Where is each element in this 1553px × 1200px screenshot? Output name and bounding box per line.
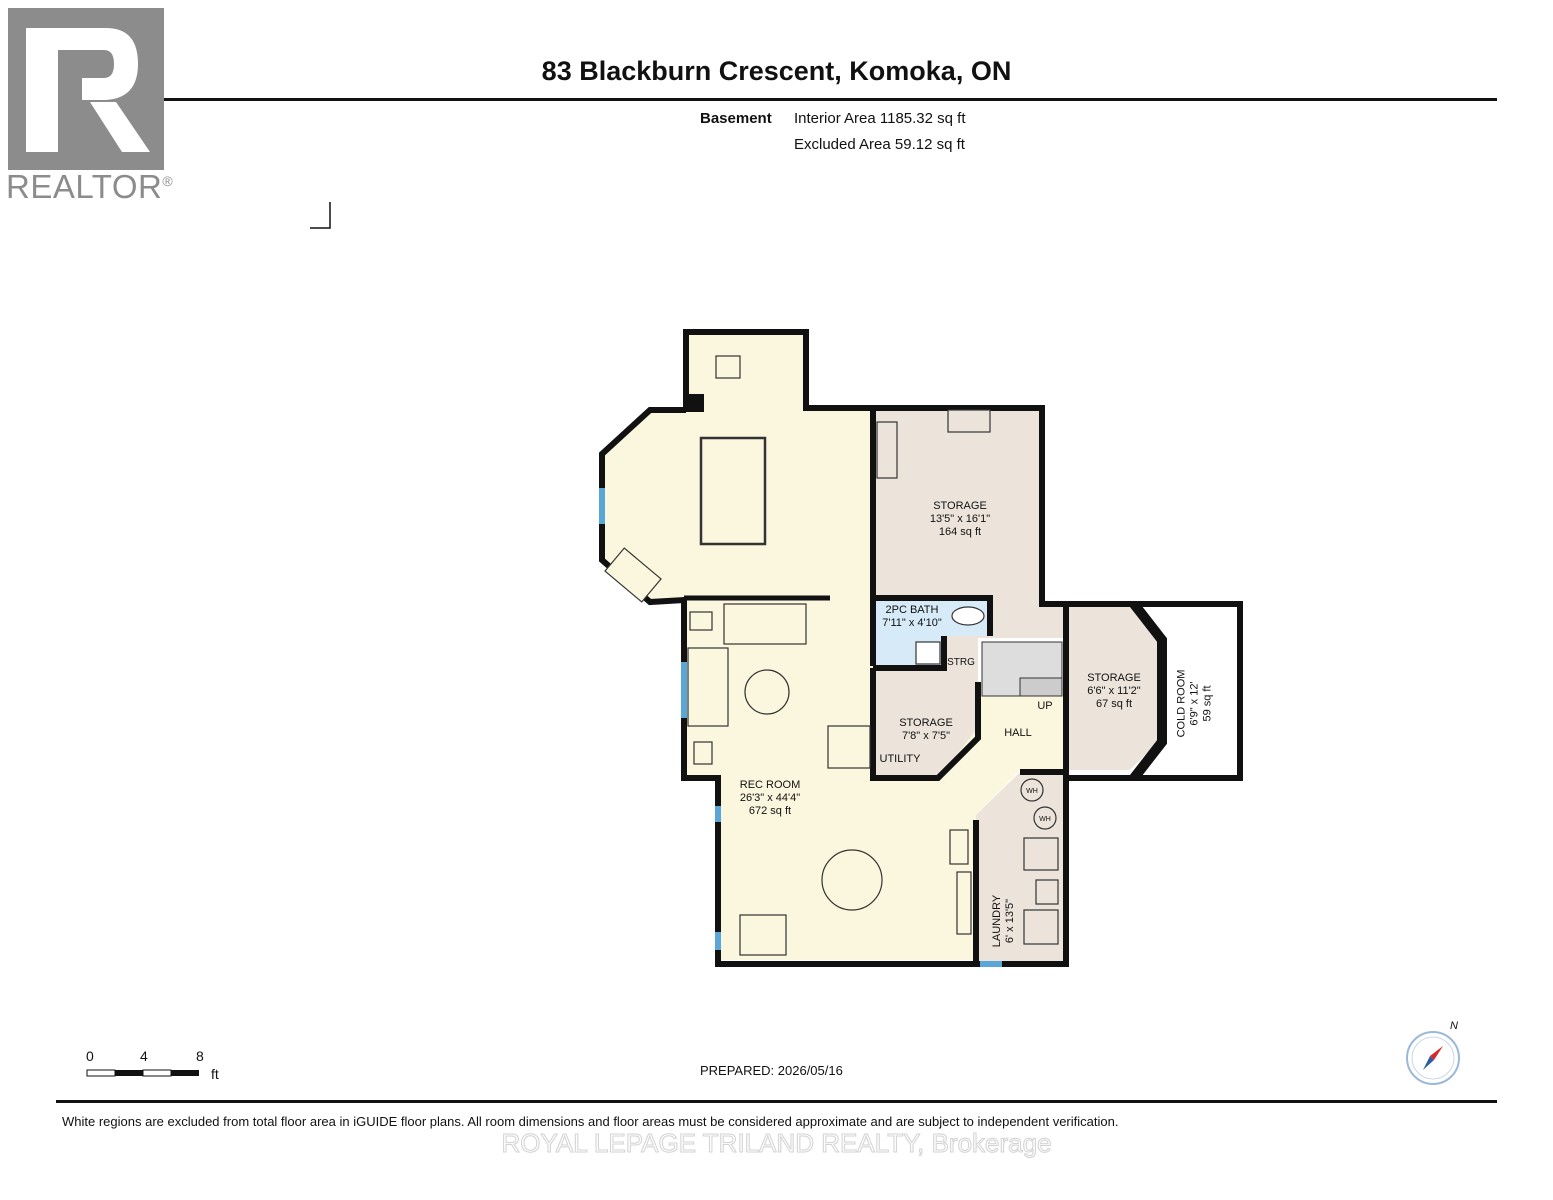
brokerage-watermark: ROYAL LEPAGE TRILAND REALTY, Brokerage xyxy=(501,1128,1052,1159)
stair-up-label: UP xyxy=(1037,700,1053,712)
scale-tick-label: 0 xyxy=(86,1048,94,1064)
scale-tick-label: 4 xyxy=(140,1048,148,1064)
footer-rule xyxy=(56,1100,1497,1103)
room-dims: 26'3" x 44'4" xyxy=(739,792,801,804)
disclaimer: White regions are excluded from total fl… xyxy=(62,1114,1119,1129)
interior-area: Interior Area 1185.32 sq ft xyxy=(794,110,966,127)
window xyxy=(599,488,605,524)
realtor-wordmark: REALTOR® xyxy=(6,168,173,206)
water-heater-label: WH xyxy=(1026,788,1038,795)
room-name: 2PC BATH xyxy=(885,604,939,616)
compass: N xyxy=(1404,1020,1466,1095)
room-storage-small: STORAGE 7'8" x 7'5" xyxy=(880,717,972,743)
room-strg: STRG xyxy=(947,657,975,668)
room-hall: HALL xyxy=(1004,727,1032,739)
excluded-area: Excluded Area 59.12 sq ft xyxy=(794,136,965,153)
registered-mark: ® xyxy=(162,173,174,189)
room-name: REC ROOM xyxy=(739,779,801,791)
room-name: COLD ROOM xyxy=(1175,669,1188,738)
room-bath: 2PC BATH 7'11" x 4'10" xyxy=(874,604,950,630)
room-rec-room: REC ROOM 26'3" x 44'4" 672 sq ft xyxy=(720,779,820,818)
crop-mark xyxy=(310,202,331,229)
window xyxy=(715,806,721,822)
level-label: Basement xyxy=(700,110,772,127)
room-cold-room: COLD ROOM 6'9" x 12' 59 sq ft xyxy=(1176,659,1215,749)
room-storage-right: STORAGE 6'6" x 11'2" 67 sq ft xyxy=(1072,672,1156,711)
room-area: 59 sq ft xyxy=(1201,685,1214,722)
room-storage-main: STORAGE 13'5" x 16'1" 164 sq ft xyxy=(900,500,1020,539)
plan-title: 83 Blackburn Crescent, Komoka, ON xyxy=(541,56,1012,86)
water-heater-label: WH xyxy=(1039,816,1051,823)
strg-floor xyxy=(944,638,978,682)
room-area: 164 sq ft xyxy=(938,526,982,538)
room-dims: 6'9" x 12' xyxy=(1188,681,1201,726)
storage-right-floor xyxy=(1068,606,1160,770)
compass-icon xyxy=(1406,1031,1460,1085)
scale-unit: ft xyxy=(211,1066,219,1082)
room-dims: 6'6" x 11'2" xyxy=(1087,685,1141,697)
header-rule xyxy=(56,98,1497,101)
room-area: 672 sq ft xyxy=(748,805,792,817)
room-name: STORAGE xyxy=(1087,672,1141,684)
window xyxy=(980,961,1002,967)
room-name: STORAGE xyxy=(899,717,953,729)
room-dims: 13'5" x 16'1" xyxy=(929,513,991,525)
realtor-logo xyxy=(6,6,178,216)
room-laundry: LAUNDRY 6' x 13'5" xyxy=(991,881,1017,961)
outer-wall xyxy=(599,329,1243,967)
room-dims: 7'11" x 4'10" xyxy=(882,617,942,629)
realtor-wordmark-text: REALTOR xyxy=(6,168,163,205)
rec-room-floor xyxy=(603,334,976,960)
prepared-date: PREPARED: 2026/05/16 xyxy=(700,1063,843,1078)
window xyxy=(681,662,687,718)
scale-bar-graphic xyxy=(86,1069,199,1077)
room-dims: 7'8" x 7'5" xyxy=(901,730,951,742)
room-utility: UTILITY xyxy=(879,753,921,765)
storage-small-floor xyxy=(875,670,976,776)
hall-floor xyxy=(976,682,1064,815)
room-dims: 6' x 13'5" xyxy=(1004,898,1016,944)
scale-tick-label: 8 xyxy=(196,1048,204,1064)
room-name: STORAGE xyxy=(933,500,987,512)
compass-north-label: N xyxy=(1450,1020,1458,1032)
room-name: LAUNDRY xyxy=(991,894,1003,948)
window xyxy=(715,932,721,950)
room-area: 67 sq ft xyxy=(1095,698,1133,710)
